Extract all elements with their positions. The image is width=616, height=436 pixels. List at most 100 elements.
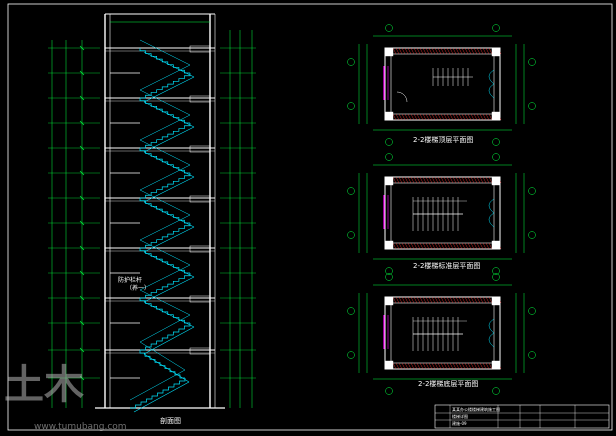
wall-hatch — [401, 242, 406, 250]
wall-hatch — [410, 362, 415, 370]
stair-flight-steps — [140, 73, 191, 99]
wall-hatch — [422, 113, 427, 121]
wall-hatch — [419, 242, 424, 250]
wall-hatch — [428, 296, 433, 304]
landing-beam — [189, 45, 211, 53]
axis-bubble — [492, 153, 500, 161]
plan-column — [384, 240, 394, 250]
wall-hatch — [482, 362, 487, 370]
wall-hatch — [395, 113, 400, 121]
wall-hatch — [449, 296, 454, 304]
axis-bubble — [528, 102, 536, 110]
dimension-slash — [79, 195, 85, 201]
wall-hatch — [473, 362, 478, 370]
wall-hatch — [425, 113, 430, 121]
wall-hatch — [476, 47, 481, 55]
wall-hatch — [425, 362, 430, 370]
standard-floor-plan-title: 2-2楼梯标准层平面图 — [413, 261, 480, 270]
stair-flight-soffit — [143, 353, 190, 383]
wall-hatch — [485, 362, 490, 370]
wall-hatch — [413, 113, 418, 121]
stair-flight-soffit — [143, 101, 195, 128]
wall-hatch — [419, 176, 424, 184]
wall-hatch — [482, 296, 487, 304]
stair-handrail — [139, 164, 191, 191]
wall-hatch — [467, 296, 472, 304]
stair-flight-soffit — [143, 76, 195, 103]
stair-flight-soffit — [143, 51, 195, 78]
wall-hatch — [434, 362, 439, 370]
wall-hatch — [431, 296, 436, 304]
wall-hatch — [416, 176, 421, 184]
wall-hatch — [485, 113, 490, 121]
wall-hatch — [404, 296, 409, 304]
axis-bubble — [492, 138, 500, 146]
wall-hatch — [461, 362, 466, 370]
wall-hatch — [452, 362, 457, 370]
wall-hatch — [455, 47, 460, 55]
wall-hatch — [488, 47, 493, 55]
stair-flight-steps — [139, 350, 185, 379]
wall-hatch — [440, 362, 445, 370]
wall-hatch — [464, 176, 469, 184]
wall-hatch — [470, 47, 475, 55]
axis-bubble — [528, 231, 536, 239]
wall-hatch — [455, 176, 460, 184]
wall-hatch — [476, 113, 481, 121]
wall-hatch — [422, 242, 427, 250]
stair-handrail — [139, 341, 186, 371]
wall-hatch — [464, 242, 469, 250]
plan-door-swing — [488, 318, 495, 348]
wall-hatch — [413, 47, 418, 55]
wall-hatch — [434, 176, 439, 184]
stair-flight-soffit — [143, 201, 195, 228]
wall-hatch — [404, 47, 409, 55]
stair-flight-steps — [139, 98, 190, 124]
wall-hatch — [446, 47, 451, 55]
landing-beam — [189, 347, 211, 355]
wall-hatch — [464, 296, 469, 304]
wall-hatch — [407, 113, 412, 121]
plan-column — [491, 296, 501, 306]
wall-hatch — [410, 176, 415, 184]
stair-handrail — [139, 314, 191, 343]
wall-hatch — [449, 113, 454, 121]
wall-hatch — [446, 176, 451, 184]
wall-hatch — [479, 296, 484, 304]
wall-hatch — [458, 296, 463, 304]
wall-hatch — [449, 47, 454, 55]
wall-hatch — [404, 242, 409, 250]
stair-flight-steps — [139, 48, 190, 74]
wall-hatch — [431, 176, 436, 184]
wall-hatch — [428, 47, 433, 55]
stair-flight-soffit — [143, 301, 195, 328]
wall-hatch — [416, 296, 421, 304]
wall-hatch — [476, 296, 481, 304]
plan-column — [491, 176, 501, 186]
stair-flight-steps — [139, 248, 190, 274]
axis-bubble — [347, 187, 355, 195]
wall-hatch — [407, 362, 412, 370]
wall-hatch — [449, 176, 454, 184]
wall-hatch — [401, 113, 406, 121]
wall-hatch — [470, 362, 475, 370]
wall-hatch — [425, 242, 430, 250]
wall-hatch — [458, 242, 463, 250]
axis-bubble — [385, 387, 393, 395]
wall-hatch — [398, 47, 403, 55]
landing-beam — [189, 95, 211, 103]
axis-bubble — [385, 153, 393, 161]
axis-bubble — [528, 187, 536, 195]
plan-inner-wall — [390, 53, 495, 115]
dimension-slash — [79, 170, 85, 176]
wall-hatch — [488, 362, 493, 370]
axis-bubble — [528, 58, 536, 66]
wall-hatch — [398, 242, 403, 250]
wall-hatch — [461, 176, 466, 184]
wall-hatch — [419, 362, 424, 370]
axis-bubble — [528, 351, 536, 359]
axis-bubble — [528, 307, 536, 315]
axis-bubble — [492, 273, 500, 281]
wall-hatch — [485, 176, 490, 184]
wall-hatch — [434, 47, 439, 55]
